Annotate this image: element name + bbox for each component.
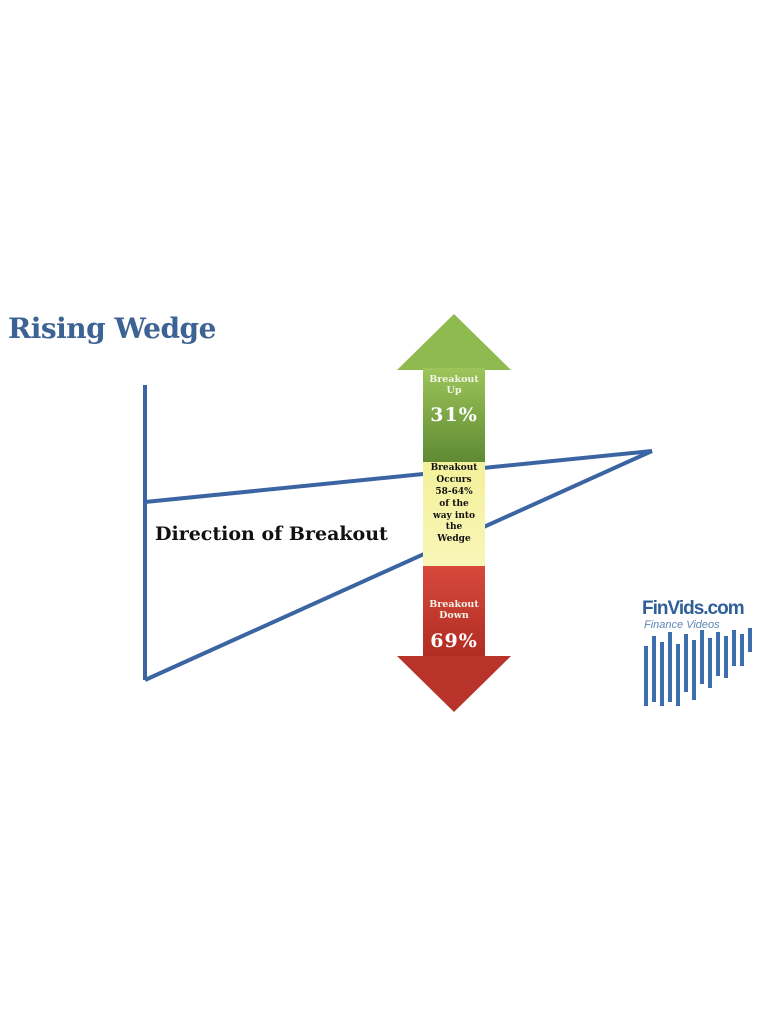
logo-subtitle: Finance Videos [644,619,720,631]
breakout-zone-box [423,462,485,566]
wedge-upper-trendline [144,449,653,504]
diagram-title: Rising Wedge [8,312,216,345]
wedge-lower-trendline [144,449,653,682]
logo-bars-icon [644,628,752,706]
breakout-down-percent: 69% [430,630,478,652]
breakout-zone-label: Breakout Occurs 58-64% of the way into t… [430,463,478,545]
breakout-down-shaft [423,566,485,658]
finvids-logo: FinVids.com Finance Videos [642,598,760,710]
breakout-up-arrowhead [397,314,511,370]
breakout-down-label: Breakout Down [429,599,479,622]
direction-of-breakout-label: Direction of Breakout [155,523,388,545]
breakout-up-shaft [423,368,485,462]
breakout-up-label: Breakout Up [429,374,479,397]
breakout-down-arrowhead [397,656,511,712]
logo-text: FinVids.com [642,598,745,619]
breakout-up-percent: 31% [430,404,478,426]
